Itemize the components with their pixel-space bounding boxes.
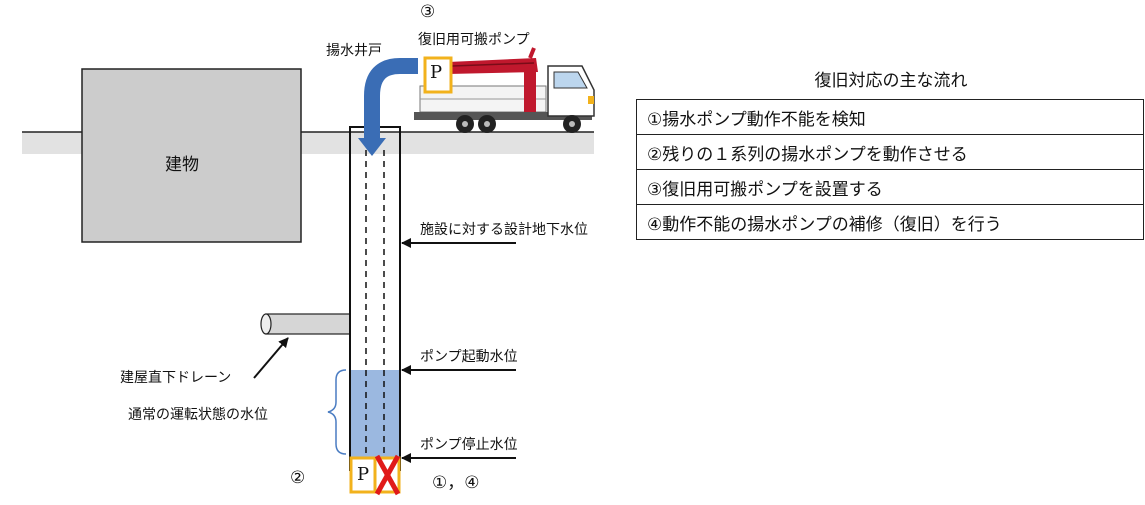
flow-step-4: ④動作不能の揚水ポンプの補修（復旧）を行う xyxy=(636,204,1144,240)
bottom-left-number: ② xyxy=(290,468,306,488)
building xyxy=(81,68,302,243)
well-water xyxy=(350,370,400,470)
normal-level-label: 通常の運転状態の水位 xyxy=(128,407,268,423)
pump-stop-label: ポンプ停止水位 xyxy=(420,437,518,453)
drain-label: 建屋直下ドレーン xyxy=(120,370,232,386)
drain-leader-arrow xyxy=(253,337,289,379)
portable-pump-number: ③ xyxy=(420,2,436,22)
design-groundwater-label: 施設に対する設計地下水位 xyxy=(420,222,588,238)
flow-step-row: ④動作不能の揚水ポンプの補修（復旧）を行う xyxy=(636,204,1144,240)
flow-step-row: ①揚水ポンプ動作不能を検知 xyxy=(636,99,1144,135)
portable-pump-letter: P xyxy=(430,62,443,83)
flow-step-2: ②残りの１系列の揚水ポンプを動作させる xyxy=(636,134,1144,170)
well-pump-letter: P xyxy=(357,464,370,485)
portable-pump-label: 復旧用可搬ポンプ xyxy=(418,32,530,48)
flow-steps-table: ①揚水ポンプ動作不能を検知 ②残りの１系列の揚水ポンプを動作させる ③復旧用可搬… xyxy=(636,99,1144,240)
portable-pump-box xyxy=(423,56,453,94)
flow-step-row: ③復旧用可搬ポンプを設置する xyxy=(636,169,1144,205)
flow-title: 復旧対応の主な流れ xyxy=(814,71,968,91)
normal-level-brace xyxy=(327,369,347,455)
well-pump-diagram: 建物 揚水井戸 ③ 復旧用可搬ポンプ 施設に対する設計地下水位 建屋直下ドレーン… xyxy=(22,2,595,496)
portable-pump-discharge-arrow xyxy=(364,58,418,140)
pump-start-label: ポンプ起動水位 xyxy=(420,349,518,365)
flow-step-1: ①揚水ポンプ動作不能を検知 xyxy=(636,99,1144,135)
diagram-canvas xyxy=(22,47,595,496)
crane xyxy=(448,47,538,112)
drain-pipe xyxy=(265,313,351,335)
drain-pipe-end xyxy=(260,313,272,335)
blue-arrow-head xyxy=(358,138,386,156)
bottom-right-numbers: ①，④ xyxy=(432,473,480,493)
flow-step-row: ②残りの１系列の揚水ポンプを動作させる xyxy=(636,134,1144,170)
building-label: 建物 xyxy=(165,155,199,175)
well-label: 揚水井戸 xyxy=(326,43,382,59)
pump-failure-x-icon xyxy=(374,454,401,496)
flow-step-3: ③復旧用可搬ポンプを設置する xyxy=(636,169,1144,205)
